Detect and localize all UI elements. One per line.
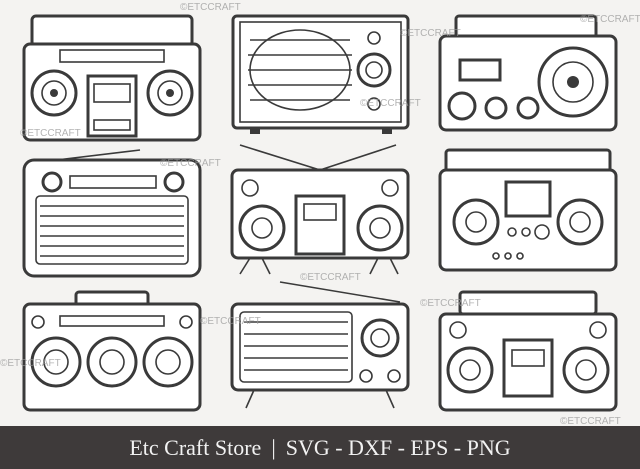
watermark: ©ETCCRAFT xyxy=(360,98,421,109)
radio-illustrations: ©ETCCRAFT ©ETCCRAFT ©ETCCRAFT ©ETCCRAFT … xyxy=(0,2,640,426)
radio-6 xyxy=(438,148,618,272)
radio-5 xyxy=(230,144,410,275)
watermark: ©ETCCRAFT xyxy=(560,416,621,426)
watermark: ©ETCCRAFT xyxy=(580,14,640,25)
radio-1 xyxy=(22,14,202,142)
radio-7 xyxy=(22,290,202,412)
watermark: ©ETCCRAFT xyxy=(180,2,241,13)
separator: | xyxy=(271,434,276,460)
watermark: ©ETCCRAFT xyxy=(0,358,61,369)
radio-9 xyxy=(438,290,618,412)
radio-8 xyxy=(230,281,410,409)
file-formats: SVG - DXF - EPS - PNG xyxy=(285,434,511,460)
store-name: Etc Craft Store xyxy=(129,434,262,460)
footer-banner: Etc Craft Store | SVG - DXF - EPS - PNG xyxy=(0,426,640,469)
watermark: ©ETCCRAFT xyxy=(300,272,361,283)
radio-3 xyxy=(438,14,618,132)
watermark: ©ETCCRAFT xyxy=(200,316,261,327)
watermark: ©ETCCRAFT xyxy=(20,128,81,139)
radio-2 xyxy=(231,14,410,134)
watermark: ©ETCCRAFT xyxy=(420,298,481,309)
radio-4 xyxy=(22,149,202,278)
watermark: ©ETCCRAFT xyxy=(160,158,221,169)
watermark: ©ETCCRAFT xyxy=(400,28,461,39)
watermarks: ©ETCCRAFT ©ETCCRAFT ©ETCCRAFT ©ETCCRAFT … xyxy=(0,2,640,426)
